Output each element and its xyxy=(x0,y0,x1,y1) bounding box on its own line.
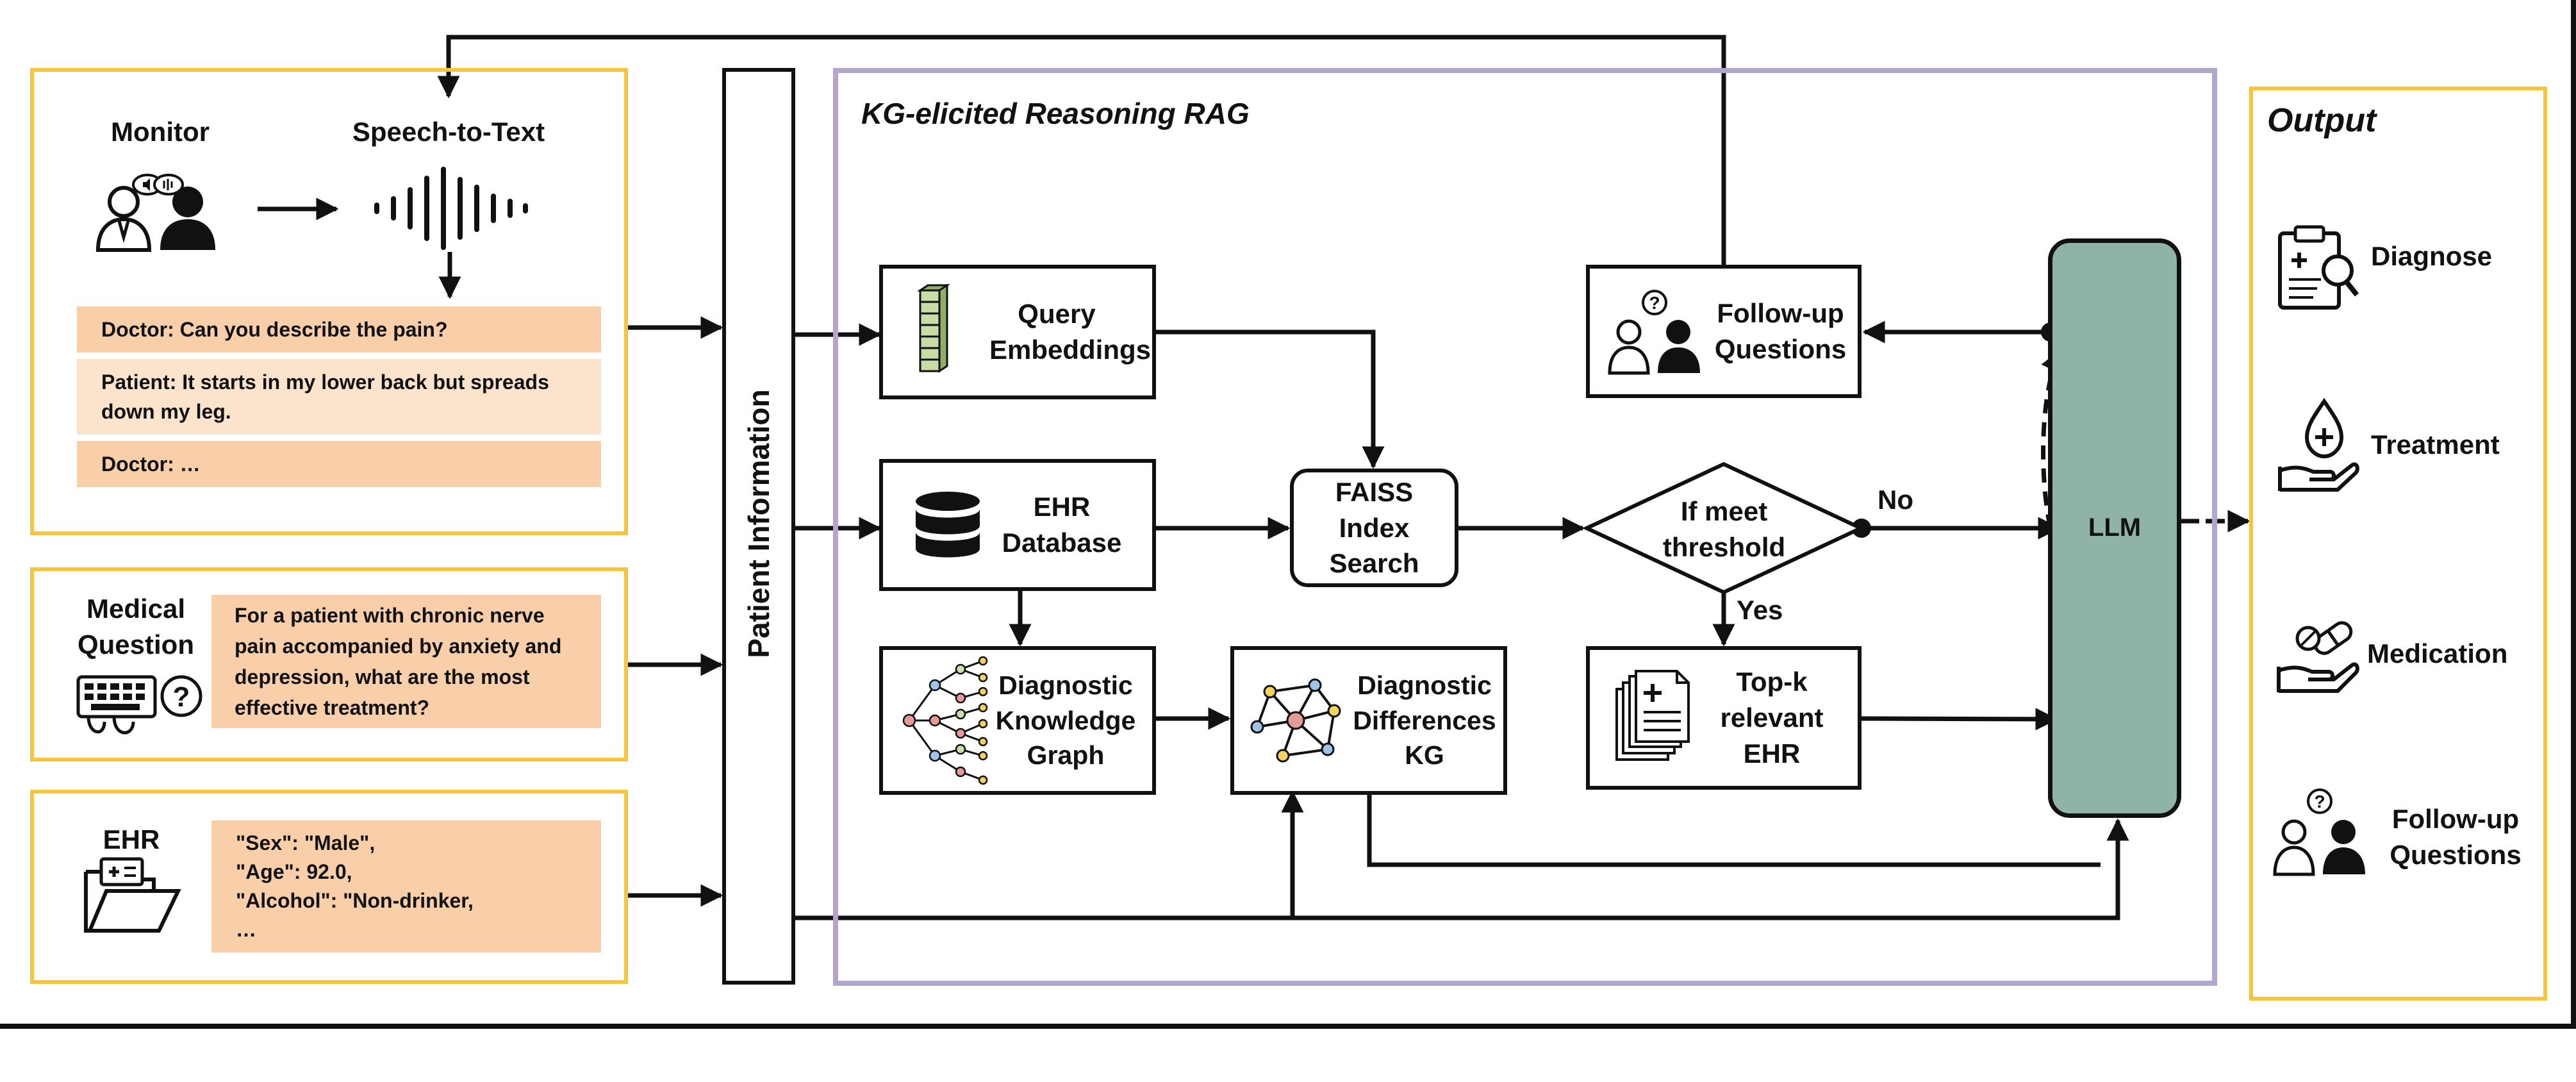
output-follow-up-label: Follow-up Questions xyxy=(2390,804,2522,870)
ehr-line: "Alcohol": "Non-drinker, xyxy=(236,889,474,912)
clipboard-magnifier-icon xyxy=(2278,225,2359,310)
dialog-line-doctor-2: Doctor: … xyxy=(77,441,601,487)
diagnostic-knowledge-graph-box: Diagnostic Knowledge Graph xyxy=(879,646,1156,795)
medical-question-text: For a patient with chronic nerve pain ac… xyxy=(211,595,601,728)
diagnostic-differences-kg-box: Diagnostic Differences KG xyxy=(1230,646,1507,795)
output-medication-label: Medication xyxy=(2367,638,2508,669)
svg-text:?: ? xyxy=(173,681,190,713)
no-branch-label: No xyxy=(1878,485,1913,515)
ehr-database-box: EHR Database xyxy=(879,459,1156,591)
output-diagnose-label: Diagnose xyxy=(2371,241,2493,271)
output-panel xyxy=(2249,87,2547,1001)
output-title: Output xyxy=(2267,102,2377,139)
ehr-line: … xyxy=(236,917,256,941)
diagnostic-differences-kg-label: Diagnostic Differences KG xyxy=(1353,670,1496,770)
documents-icon xyxy=(1615,670,1690,761)
doctor-patient-question-icon: ? xyxy=(1608,289,1700,374)
monitor-label: Monitor xyxy=(111,117,210,147)
threshold-decision-diamond xyxy=(1581,462,1866,595)
dialog-line-patient: Patient: It starts in my lower back but … xyxy=(77,359,601,435)
llm-block: LLM xyxy=(2048,238,2181,818)
diagnostic-knowledge-graph-label: Diagnostic Knowledge Graph xyxy=(995,670,1136,770)
rag-title: KG-elicited Reasoning RAG xyxy=(861,97,1250,130)
query-embeddings-label: Query Embeddings xyxy=(989,299,1152,365)
database-icon xyxy=(916,492,980,558)
hand-drop-icon xyxy=(2278,397,2359,492)
output-treatment-label: Treatment xyxy=(2371,429,2500,460)
top-k-relevant-ehr-label: Top-k relevant EHR xyxy=(1720,667,1824,769)
ehr-line: "Age": 92.0, xyxy=(236,860,352,884)
ehr-panel xyxy=(30,790,628,984)
rag-panel xyxy=(833,68,2217,986)
knowledge-graph-tree-icon xyxy=(902,656,988,785)
ehr-line: "Sex": "Male", xyxy=(236,831,376,855)
embedding-vector-icon xyxy=(917,284,950,373)
network-graph-icon xyxy=(1250,678,1341,763)
hand-pill-icon xyxy=(2277,621,2359,693)
patient-information-label: Patient Information xyxy=(742,389,775,658)
faiss-index-search-box: FAISS Index Search xyxy=(1290,469,1458,587)
medical-question-label: Medical Question xyxy=(77,594,194,660)
outer-frame xyxy=(0,0,2576,1029)
patient-information-bar xyxy=(722,68,795,985)
threshold-label: If meet threshold xyxy=(1662,496,1786,562)
medical-question-panel xyxy=(30,567,628,762)
ehr-record: "Sex": "Male", "Age": 92.0, "Alcohol": "… xyxy=(211,820,601,953)
llm-label: LLM xyxy=(2088,513,2142,542)
medical-folder-icon xyxy=(84,857,181,933)
keyboard-question-icon: ? xyxy=(76,675,202,735)
waveform-icon xyxy=(374,167,528,250)
svg-text:?: ? xyxy=(1649,293,1660,313)
dialog-panel xyxy=(30,68,628,535)
ehr-input-label: EHR xyxy=(103,824,160,854)
faiss-index-search-label: FAISS Index Search xyxy=(1329,476,1419,579)
rag-follow-up-questions-label: Follow-up Questions xyxy=(1714,298,1847,364)
top-k-relevant-ehr-box: Top-k relevant EHR xyxy=(1586,646,1862,790)
yes-branch-label: Yes xyxy=(1737,595,1783,625)
dialog-line-doctor-1: Doctor: Can you describe the pain? xyxy=(77,306,601,353)
svg-text:?: ? xyxy=(2314,792,2325,812)
ehr-database-label: EHR Database xyxy=(1002,492,1122,558)
doctor-patient-talking-icon xyxy=(95,174,215,252)
rag-follow-up-questions-box: ? Follow-up Questions xyxy=(1586,265,1862,398)
doctor-patient-question-icon: ? xyxy=(2273,788,2365,876)
query-embeddings-box: Query Embeddings xyxy=(879,265,1156,399)
speech-to-text-label: Speech-to-Text xyxy=(352,117,545,147)
